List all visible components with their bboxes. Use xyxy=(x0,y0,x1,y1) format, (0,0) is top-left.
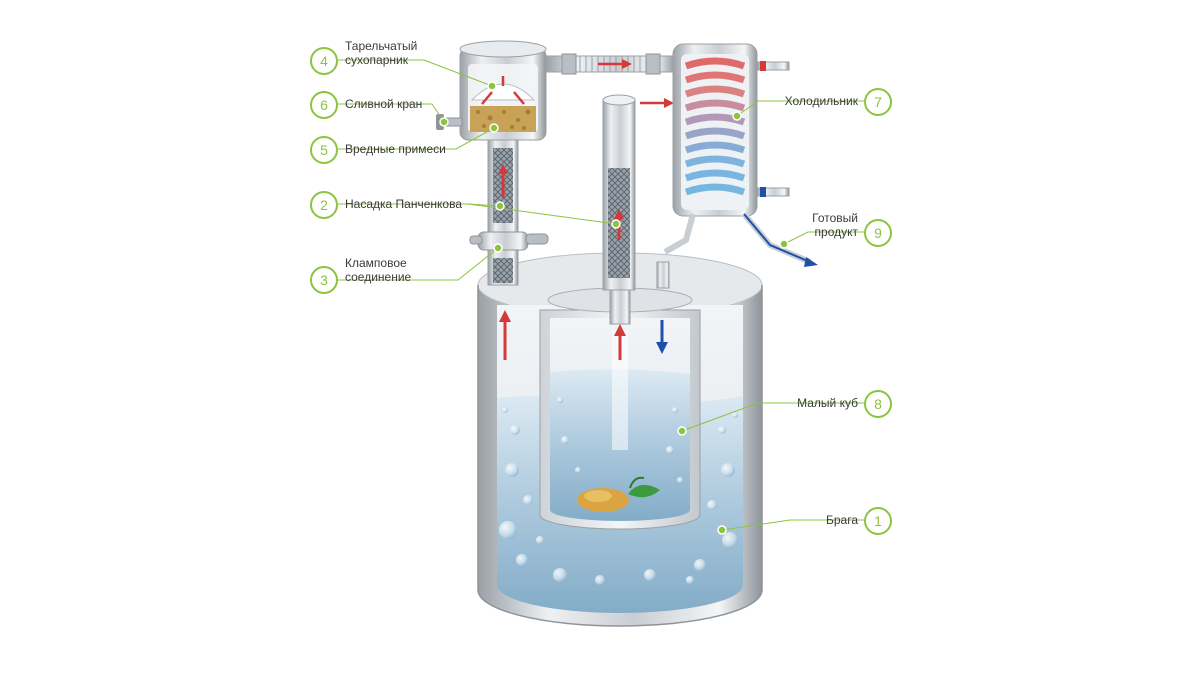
callout-4-line1: Тарельчатый xyxy=(345,39,418,53)
callout-1-number: 1 xyxy=(864,507,892,535)
leader-lines xyxy=(336,59,864,531)
callout-3-label: Кламповое соединение xyxy=(345,256,411,284)
callout-9-number: 9 xyxy=(864,219,892,247)
top-pipe xyxy=(545,53,677,75)
callout-5-label: Вредные примеси xyxy=(345,142,446,156)
callout-9-label: Готовый продукт xyxy=(778,211,858,239)
callout-1-label: Брага xyxy=(825,513,858,527)
callout-5-number: 5 xyxy=(310,136,338,164)
left-column xyxy=(469,139,549,286)
condenser xyxy=(656,43,818,289)
callout-4-line2: сухопарник xyxy=(345,53,408,67)
callout-3-line1: Кламповое xyxy=(345,256,407,270)
callout-6-number: 6 xyxy=(310,91,338,119)
callout-2-number: 2 xyxy=(310,191,338,219)
callout-7-label: Холодильник xyxy=(784,94,858,108)
callout-9-line1: Готовый xyxy=(812,211,858,225)
callout-3-number: 3 xyxy=(310,266,338,294)
callout-7-number: 7 xyxy=(864,88,892,116)
flow-arrows-tank xyxy=(499,310,668,360)
callout-4-number: 4 xyxy=(310,47,338,75)
center-column xyxy=(602,94,674,291)
callout-9-line2: продукт xyxy=(814,225,858,239)
small-cube xyxy=(539,287,701,530)
callout-2-label: Насадка Панченкова xyxy=(345,197,462,211)
callout-4-label: Тарельчатый сухопарник xyxy=(345,39,417,67)
dry-steamer xyxy=(436,40,547,141)
callout-8-number: 8 xyxy=(864,390,892,418)
callout-6-label: Сливной кран xyxy=(345,97,423,111)
bubbles-main xyxy=(499,407,738,585)
callout-8-label: Малый куб xyxy=(797,396,858,410)
leader-dots xyxy=(439,81,789,535)
callout-3-line2: соединение xyxy=(345,270,412,284)
